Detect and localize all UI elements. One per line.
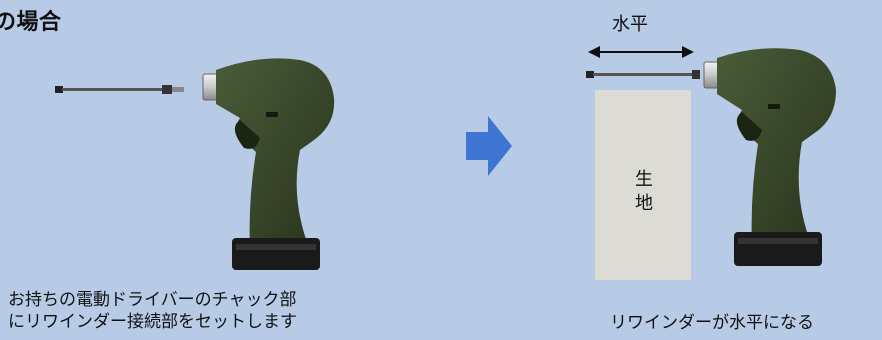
caption-left-line1: お持ちの電動ドライバーのチャック部 (8, 290, 297, 310)
rewinder-shaft-right (586, 70, 700, 79)
direction-arrow (466, 116, 512, 176)
fabric-label-line1: 生 (635, 169, 653, 190)
fabric-block (595, 90, 691, 280)
fabric-label: 生 地 (634, 168, 654, 216)
caption-left-line2: にリワインダー接続部をセットします (8, 312, 297, 332)
level-double-arrow (588, 46, 694, 58)
drill-left (202, 58, 335, 270)
rewinder-shaft-left (55, 85, 184, 94)
caption-right-line1: リワインダーが水平になる (610, 313, 814, 333)
fabric-label-line2: 地 (635, 193, 653, 214)
caption-left: お持ちの電動ドライバーのチャック部 にリワインダー接続部をセットします (8, 289, 297, 333)
caption-right: リワインダーが水平になる (610, 312, 814, 334)
section-heading: の場合 (0, 10, 62, 35)
level-label: 水平 (612, 14, 648, 35)
drill-right (703, 48, 836, 266)
